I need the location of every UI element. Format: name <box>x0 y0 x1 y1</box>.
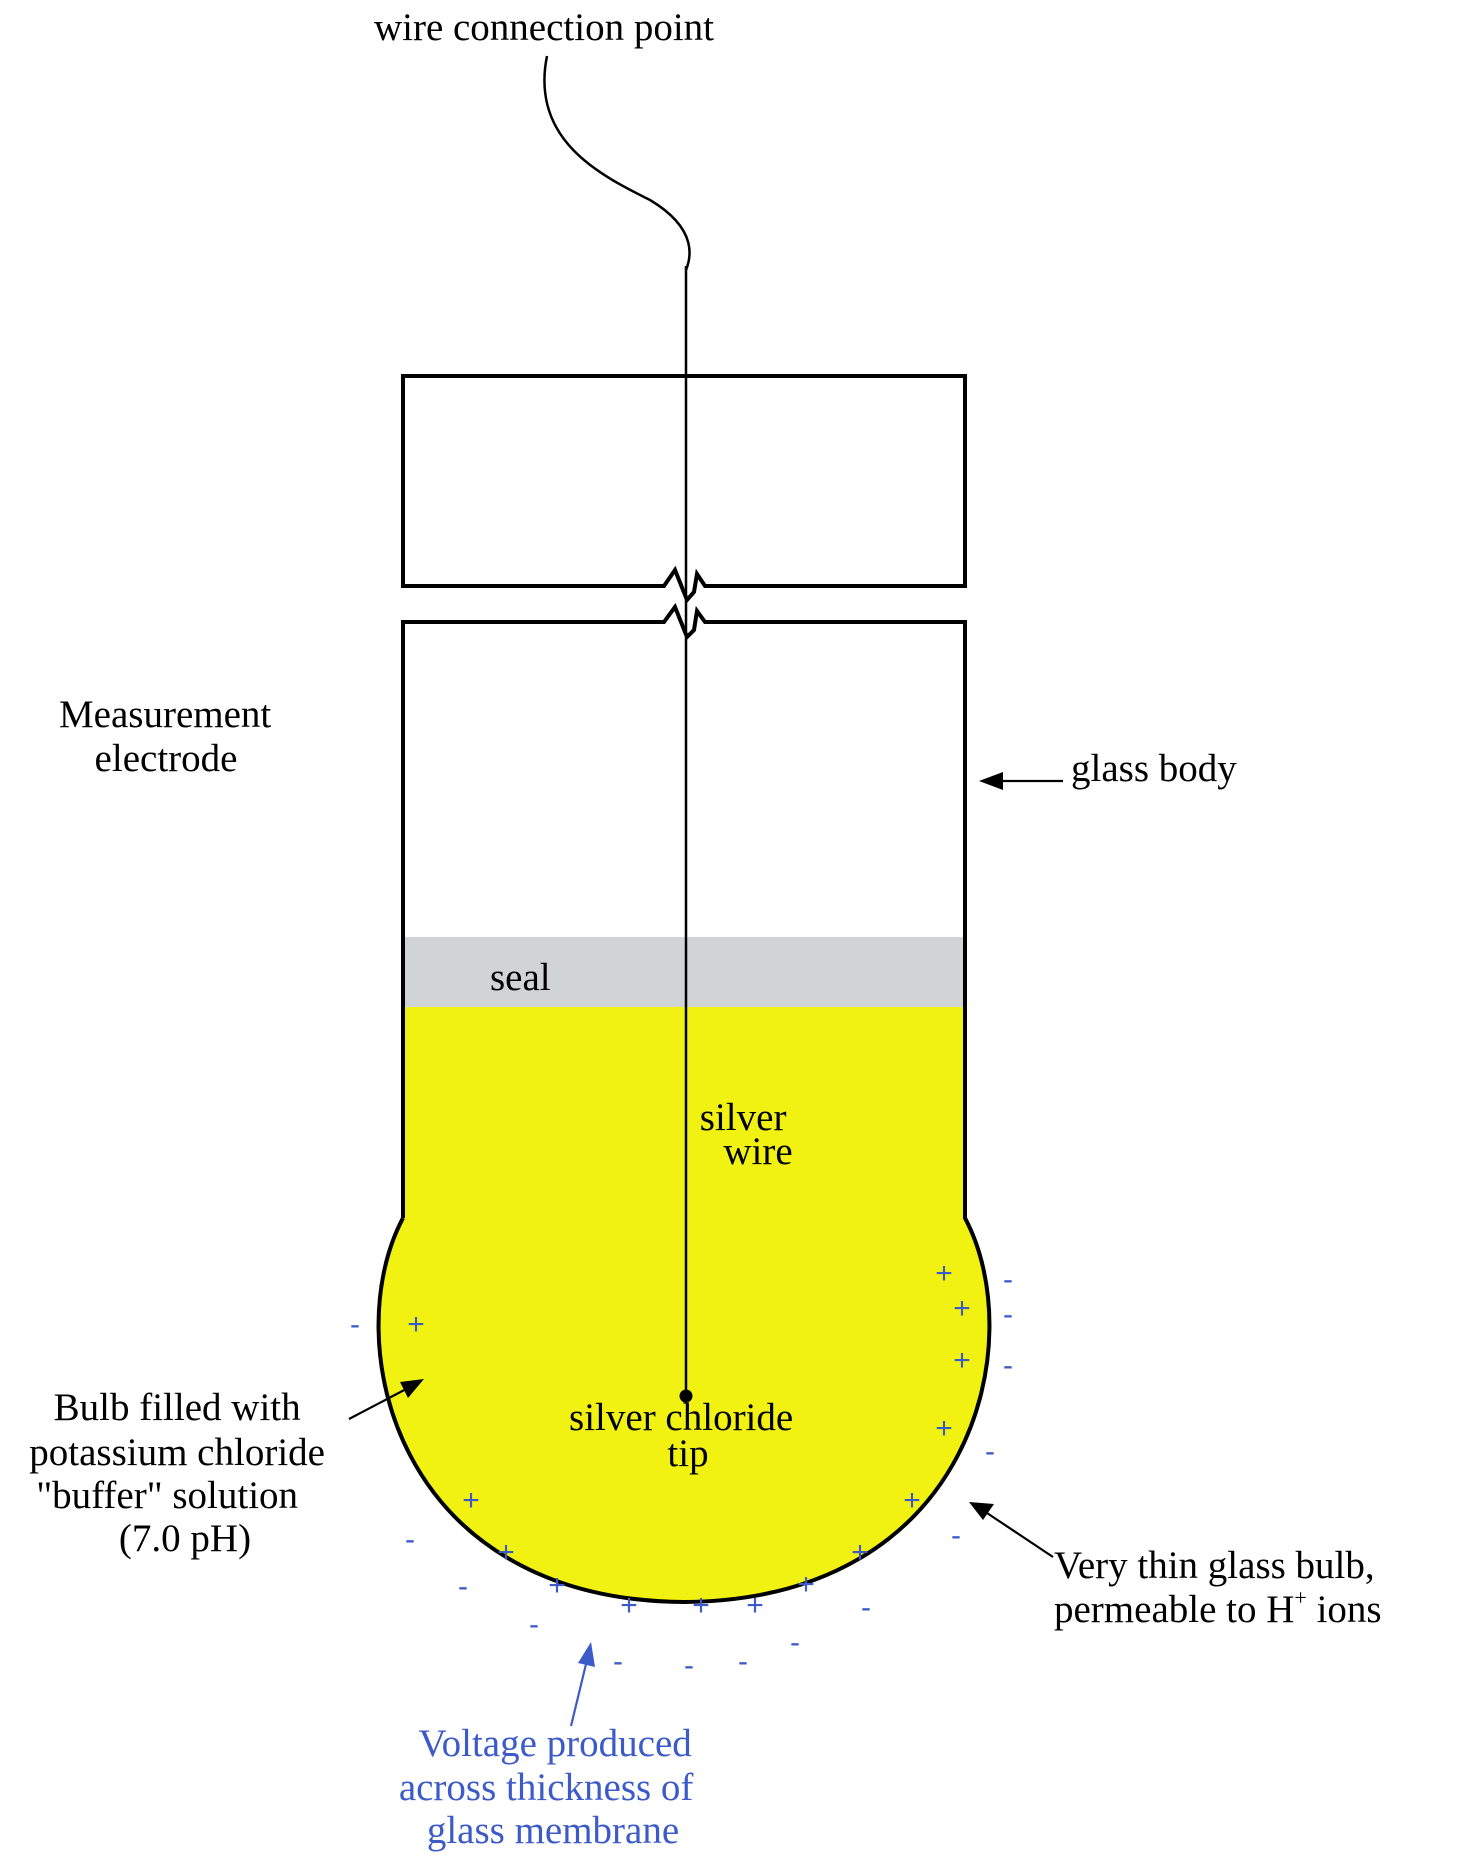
seal-label: seal <box>490 956 551 999</box>
wire-connection-label: wire connection point <box>374 6 714 49</box>
plus-charge: + <box>548 1569 566 1602</box>
voltage-label: Voltage produced across thickness of gla… <box>399 1722 703 1852</box>
glass-body-bottom <box>376 602 992 1605</box>
glass-body-label: glass body <box>1071 747 1237 790</box>
voltage-arrow <box>569 1659 589 1727</box>
minus-charge: - <box>985 1435 995 1468</box>
silver-chloride-tip-label: silver chloride tip <box>569 1396 803 1475</box>
silver-chloride-tip-dot <box>679 1389 693 1403</box>
minus-charge: - <box>1003 1349 1013 1382</box>
plus-charge: + <box>935 1257 953 1290</box>
measurement-electrode-label: Measurement electrode <box>59 693 281 780</box>
plus-charge: + <box>746 1589 764 1622</box>
plus-charge: + <box>407 1308 425 1341</box>
minus-charge: - <box>1003 1298 1013 1331</box>
minus-charge: - <box>684 1649 694 1682</box>
thin-bulb-arrow <box>983 1510 1054 1558</box>
plus-charge: + <box>953 1292 971 1325</box>
minus-charge: - <box>790 1626 800 1659</box>
arrows <box>348 772 1063 1727</box>
minus-charge: - <box>861 1591 871 1624</box>
glass-body-arrowhead <box>979 772 1003 790</box>
minus-charge: - <box>529 1608 539 1641</box>
minus-charge: - <box>350 1308 360 1341</box>
silver-wire-label: silver wire <box>700 1096 796 1173</box>
plus-charge: + <box>797 1568 815 1601</box>
charge-symbols: ++++++++++++++-------------- <box>350 1257 1013 1682</box>
seal-band <box>403 937 965 1007</box>
bulb-filled-arrow <box>348 1386 411 1420</box>
minus-charge: - <box>1003 1263 1013 1296</box>
plus-charge: + <box>497 1536 515 1569</box>
minus-charge: - <box>405 1523 415 1556</box>
glass-body-top <box>401 374 967 604</box>
minus-charge: - <box>613 1645 623 1678</box>
plus-charge: + <box>935 1412 953 1445</box>
minus-charge: - <box>951 1519 961 1552</box>
plus-charge: + <box>462 1484 480 1517</box>
minus-charge: - <box>738 1645 748 1678</box>
thin-bulb-arrowhead <box>969 1502 994 1520</box>
plus-charge: + <box>903 1484 921 1517</box>
thin-bulb-label-line2: permeable to H+ ions <box>1054 1585 1382 1631</box>
plus-charge: + <box>851 1536 869 1569</box>
minus-charge: - <box>458 1570 468 1603</box>
voltage-arrowhead <box>578 1642 595 1667</box>
bulb-filled-label: Bulb filled with potassium chloride "buf… <box>29 1386 334 1560</box>
buffer-solution-fill <box>378 1006 990 1602</box>
plus-charge: + <box>692 1589 710 1622</box>
thin-bulb-label: Very thin glass bulb, <box>1054 1544 1375 1587</box>
bulb-filled-arrowhead <box>400 1379 424 1398</box>
plus-charge: + <box>620 1589 638 1622</box>
wire-lead <box>543 55 691 271</box>
plus-charge: + <box>953 1344 971 1377</box>
